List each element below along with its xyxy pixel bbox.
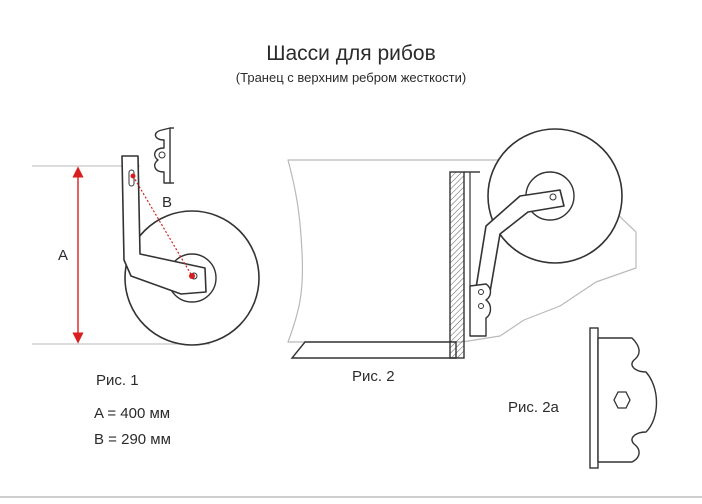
transom: [449, 171, 465, 359]
dimension-b-label: B: [162, 194, 172, 211]
figure-2: Рис. 2: [287, 128, 637, 385]
wheel-leg-fig2: [475, 189, 565, 293]
bracket-fig2: [469, 283, 492, 337]
value-a-text: A = 400 мм: [94, 405, 170, 422]
hull-bottom: [290, 341, 457, 359]
dimension-b-start: [130, 173, 136, 179]
axle-bolt-fig2: [549, 193, 557, 201]
diagram-subtitle: (Транец с верхним ребром жесткости): [236, 70, 466, 85]
figure-1: B A Рис. 1 A = 400 мм B = 290 мм: [32, 127, 260, 448]
transom-section: [589, 327, 599, 469]
diagram-title: Шасси для рибов: [266, 42, 435, 65]
dimension-a-label: A: [58, 247, 68, 264]
bracket-bolt: [158, 151, 166, 159]
wheel-leg: [121, 155, 207, 295]
hex-bolt-icon: [613, 391, 631, 409]
dimension-b-end: [189, 273, 195, 279]
figure-2a: Рис. 2а: [508, 327, 658, 469]
fig2a-caption: Рис. 2а: [508, 399, 560, 416]
fig1-caption: Рис. 1: [96, 372, 139, 389]
value-b-text: B = 290 мм: [94, 431, 171, 448]
dimension-b-line: [132, 175, 193, 277]
fig2-caption: Рис. 2: [352, 368, 395, 385]
